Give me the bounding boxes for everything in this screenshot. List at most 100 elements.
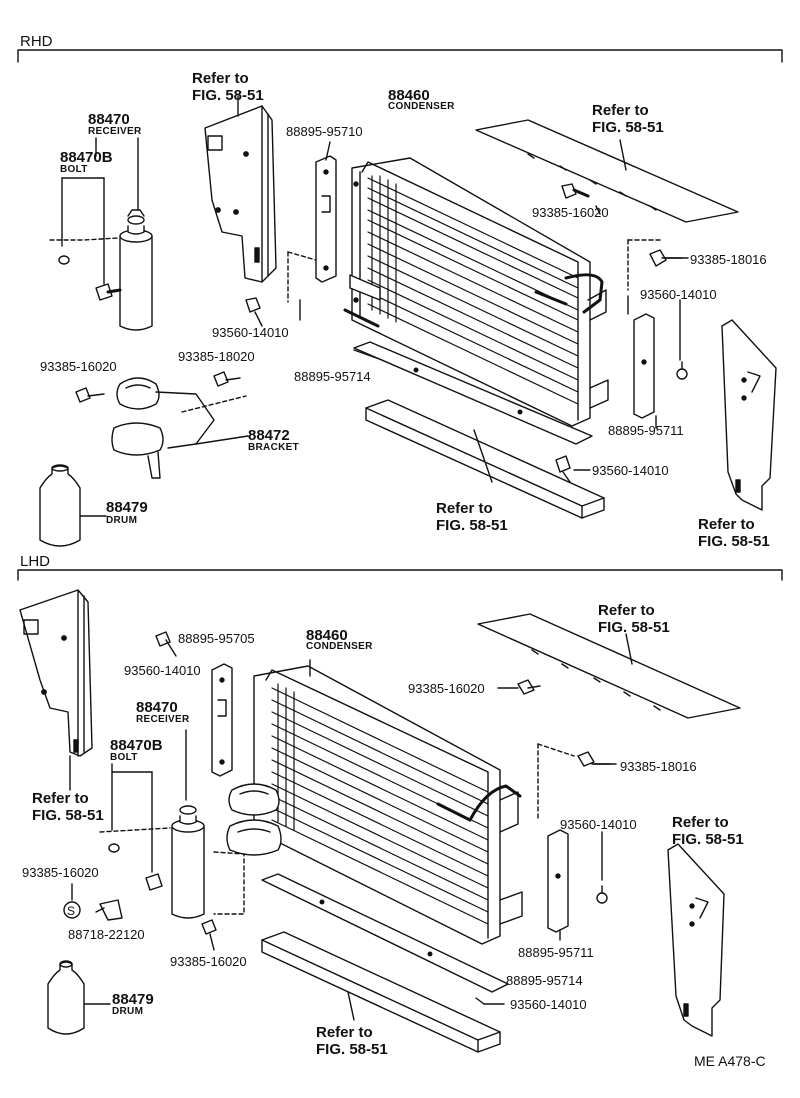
rhd-bracket-number: 88472 bbox=[248, 427, 290, 444]
svg-text:S: S bbox=[67, 904, 75, 918]
rhd-drum bbox=[39, 464, 107, 547]
lhd-bolt-number: 88470B bbox=[110, 737, 163, 754]
lhd-condenser-fins bbox=[271, 683, 489, 925]
refer-figure: FIG. 58-51 bbox=[192, 87, 264, 105]
lhd-right-panel bbox=[667, 843, 725, 1037]
lhd-condenser-name: CONDENSER bbox=[306, 641, 373, 652]
lhd-clamp-upper bbox=[228, 783, 280, 816]
lhd-part-93560-14010-right: 93560-14010 bbox=[560, 817, 637, 832]
refer-text: Refer to bbox=[436, 500, 493, 517]
rhd-bolt-number: 88470B bbox=[60, 149, 113, 166]
rhd-foam-block bbox=[365, 399, 605, 519]
rhd-refer-bottom-right: Refer to FIG. 58-51 bbox=[698, 516, 770, 551]
rhd-bracket-95710 bbox=[315, 141, 337, 283]
lhd-bolt-16020-left: S bbox=[63, 883, 81, 919]
lhd-part-93560-14010-bottom: 93560-14010 bbox=[510, 997, 587, 1012]
rhd-drum-number: 88479 bbox=[106, 499, 148, 516]
rhd-right-panel bbox=[721, 319, 777, 511]
lhd-bracket-95711 bbox=[547, 829, 569, 933]
rhd-drum-name: DRUM bbox=[106, 515, 138, 526]
rhd-section-bracket bbox=[17, 49, 783, 63]
lhd-side-panel bbox=[19, 589, 93, 791]
rhd-condenser bbox=[343, 157, 609, 427]
lhd-part-93385-16020-right: 93385-16020 bbox=[408, 681, 485, 696]
rhd-bracket-95711 bbox=[633, 313, 655, 419]
lhd-receiver-name: RECEIVER bbox=[136, 714, 190, 725]
lhd-refer-right: Refer to FIG. 58-51 bbox=[672, 814, 744, 849]
lhd-lower-strip bbox=[261, 873, 509, 993]
rhd-part-93560-14010-right: 93560-14010 bbox=[640, 287, 717, 302]
lhd-part-88895-95714: 88895-95714 bbox=[506, 973, 583, 988]
rhd-part-93385-18020: 93385-18020 bbox=[178, 349, 255, 364]
rhd-lower-strip bbox=[353, 341, 593, 445]
rhd-part-93385-18016: 93385-18016 bbox=[690, 252, 767, 267]
lhd-part-93385-16020-left: 93385-16020 bbox=[22, 865, 99, 880]
lhd-refer-left: Refer to FIG. 58-51 bbox=[32, 790, 104, 825]
rhd-part-93385-16020-top: 93385-16020 bbox=[532, 205, 609, 220]
rhd-screw-14010-bottom bbox=[555, 455, 571, 483]
rhd-part-88895-95714: 88895-95714 bbox=[294, 369, 371, 384]
figure-code: ME A478-C bbox=[694, 1053, 766, 1069]
rhd-top-panel bbox=[475, 119, 739, 223]
rhd-receiver-bolt bbox=[95, 283, 122, 301]
refer-text: Refer to bbox=[698, 516, 755, 533]
rhd-bolt-name: BOLT bbox=[60, 164, 88, 175]
rhd-section-label: RHD bbox=[20, 33, 53, 50]
lhd-drum-name: DRUM bbox=[112, 1006, 144, 1017]
refer-figure: FIG. 58-51 bbox=[316, 1041, 388, 1059]
lhd-part-88895-95711: 88895-95711 bbox=[518, 945, 594, 960]
refer-text: Refer to bbox=[672, 814, 729, 831]
refer-text: Refer to bbox=[192, 70, 249, 87]
lhd-part-93560-14010-top: 93560-14010 bbox=[124, 663, 201, 678]
rhd-bracket-88472 bbox=[111, 377, 249, 479]
rhd-condenser-number: 88460 bbox=[388, 87, 430, 104]
rhd-bracket-name: BRACKET bbox=[248, 442, 299, 453]
lhd-part-93385-16020-bottom: 93385-16020 bbox=[170, 954, 247, 969]
lhd-refer-bottom: Refer to FIG. 58-51 bbox=[316, 1024, 388, 1059]
rhd-condenser-fins bbox=[367, 175, 579, 405]
refer-text: Refer to bbox=[598, 602, 655, 619]
lhd-top-panel bbox=[477, 613, 741, 719]
lhd-receiver-bolt bbox=[145, 873, 163, 891]
rhd-refer-top-right: Refer to FIG. 58-51 bbox=[592, 102, 664, 137]
lhd-part-88718-22120: 88718-22120 bbox=[68, 927, 145, 942]
rhd-screw-14010-mid bbox=[245, 297, 263, 327]
lhd-foam-block bbox=[261, 931, 501, 1053]
refer-text: Refer to bbox=[32, 790, 89, 807]
rhd-part-93560-14010-bottom: 93560-14010 bbox=[592, 463, 669, 478]
rhd-receiver-number: 88470 bbox=[88, 111, 130, 128]
lhd-part-93385-18016: 93385-18016 bbox=[620, 759, 697, 774]
rhd-receiver-name: RECEIVER bbox=[88, 126, 142, 137]
rhd-bolt-16020-left bbox=[75, 387, 105, 403]
lhd-part-88895-95705: 88895-95705 bbox=[178, 631, 255, 646]
refer-text: Refer to bbox=[592, 102, 649, 119]
lhd-screw-14010-right bbox=[596, 885, 608, 904]
lhd-condenser bbox=[253, 665, 523, 945]
lhd-section-label: LHD bbox=[20, 553, 51, 570]
refer-figure: FIG. 58-51 bbox=[32, 807, 104, 825]
lhd-drum-number: 88479 bbox=[112, 991, 154, 1008]
rhd-part-93385-16020-left: 93385-16020 bbox=[40, 359, 117, 374]
lhd-refer-top-right: Refer to FIG. 58-51 bbox=[598, 602, 670, 637]
lhd-bolt-16020-right bbox=[517, 679, 541, 695]
rhd-bolt-16020-top bbox=[561, 183, 590, 199]
lhd-screw-14010-top bbox=[155, 631, 177, 657]
lhd-clip-88718 bbox=[95, 899, 123, 921]
lhd-section-bracket bbox=[17, 569, 783, 581]
lhd-receiver bbox=[171, 805, 205, 919]
refer-figure: FIG. 58-51 bbox=[592, 119, 664, 137]
refer-figure: FIG. 58-51 bbox=[598, 619, 670, 637]
lhd-receiver-number: 88470 bbox=[136, 699, 178, 716]
lhd-drum bbox=[47, 960, 111, 1035]
rhd-receiver bbox=[119, 209, 153, 331]
lhd-condenser-number: 88460 bbox=[306, 627, 348, 644]
rhd-refer-panel-left: Refer to FIG. 58-51 bbox=[192, 70, 264, 105]
rhd-bolt-18020 bbox=[213, 371, 241, 387]
rhd-part-93560-14010-mid: 93560-14010 bbox=[212, 325, 289, 340]
rhd-part-88895-95711: 88895-95711 bbox=[608, 423, 684, 438]
refer-text: Refer to bbox=[316, 1024, 373, 1041]
rhd-screw-14010-right bbox=[676, 361, 688, 380]
rhd-refer-bottom-center: Refer to FIG. 58-51 bbox=[436, 500, 508, 535]
lhd-clamp-lower bbox=[226, 819, 282, 856]
